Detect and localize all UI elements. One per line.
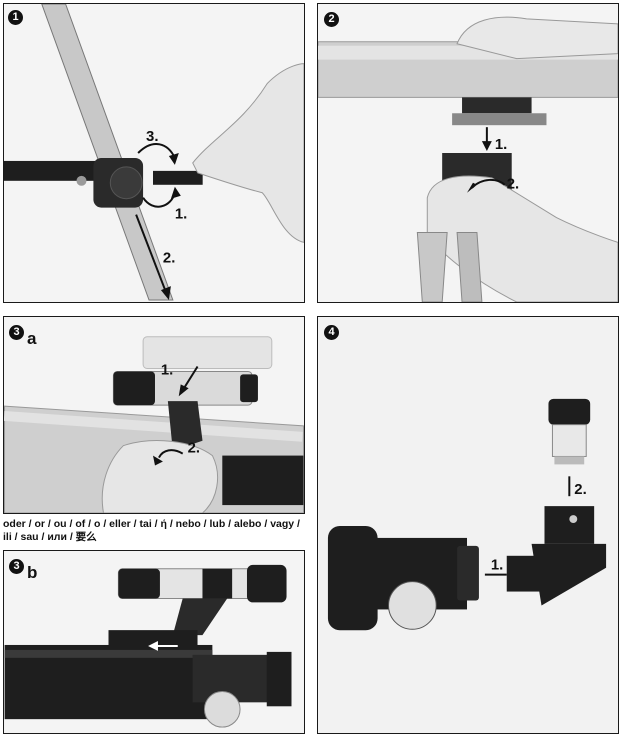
step-label-1: 1. (175, 207, 187, 223)
mount-attachment-illustration: 1. 2. (318, 4, 618, 302)
step-label-3: 3. (146, 129, 158, 145)
panel-number-badge: 3 (9, 559, 24, 574)
panel-2: 1. 2. 2 (317, 3, 619, 303)
panel-number-badge: 4 (324, 325, 339, 340)
alternative-separator-text: oder / or / ou / of / o / eller / tai / … (3, 518, 300, 543)
step-label-1: 1. (495, 137, 507, 153)
tripod-leg-illustration: 3. 1. 2. (4, 4, 304, 302)
step-label-2: 2. (163, 250, 175, 266)
step-label-2: 2. (188, 441, 200, 457)
finder-scope-mount-illustration: 1. 2. (4, 317, 304, 513)
finder-scope-attached-illustration (4, 551, 304, 733)
panel-4: 1. 2. 4 (317, 316, 619, 734)
panel-3b: 3 b (3, 550, 305, 734)
step-label-1: 1. (161, 362, 173, 378)
diagonal-eyepiece-illustration: 1. 2. (318, 317, 618, 733)
step-label-1: 1. (491, 558, 503, 574)
step-label-2: 2. (574, 482, 586, 498)
panel-sub-label: b (27, 563, 38, 582)
step-label-2: 2. (507, 177, 519, 193)
panel-number-badge: 3 (9, 325, 24, 340)
panel-number-badge: 1 (8, 10, 23, 25)
panel-1: 3. 1. 2. 1 (3, 3, 305, 303)
panel-number-badge: 2 (324, 12, 339, 27)
panel-sub-label: a (27, 329, 37, 348)
panel-3a: 1. 2. 3 a (3, 316, 305, 514)
